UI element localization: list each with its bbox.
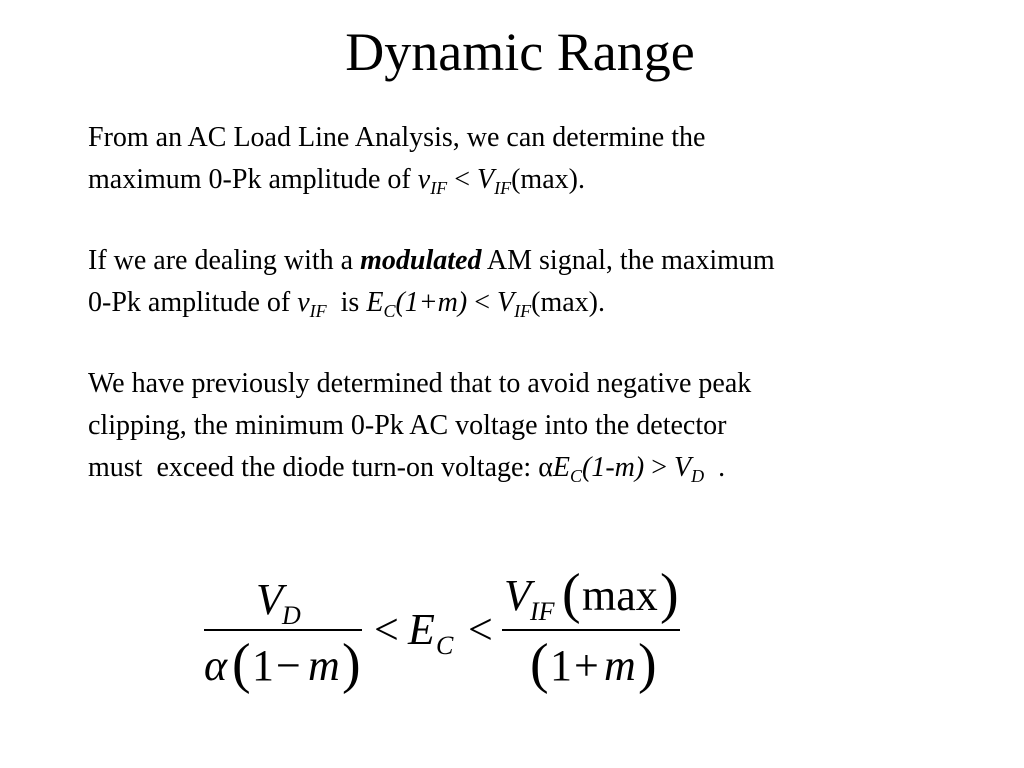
p2-line-2: 0-Pk amplitude of vIF is EC(1+m) < VIF(m… <box>88 282 948 324</box>
right-numerator-V: V <box>504 571 536 620</box>
p2-V-symbol: V <box>497 287 515 318</box>
less-than-left: < <box>374 605 399 654</box>
p2-is-text: is <box>326 287 367 318</box>
p3-line-1: We have previously determined that to av… <box>88 368 752 399</box>
right-numerator-close-paren: ) <box>660 563 679 625</box>
p2-paren-expression: (1+m) <box>395 287 468 318</box>
p2-line1-prefix: If we are dealing with a <box>88 245 361 276</box>
p3-V-symbol: V <box>674 452 692 483</box>
slide-title: Dynamic Range <box>345 22 695 82</box>
paragraph-modulated: If we are dealing with a modulated AM si… <box>88 240 948 324</box>
p3-c-subscript: C <box>569 466 582 486</box>
p3-line-2: clipping, the minimum 0-Pk AC voltage in… <box>88 410 727 441</box>
p3-line-3: must exceed the diode turn-on voltage: α… <box>88 447 948 489</box>
p1-line2-prefix: maximum 0-Pk amplitude of <box>88 164 418 195</box>
left-denominator-minus: − <box>276 641 301 690</box>
p1-max-suffix: (max). <box>511 164 585 195</box>
left-numerator-V: V <box>256 575 288 624</box>
p1-less-than: < <box>447 164 477 195</box>
right-denominator-close-paren: ) <box>638 633 657 695</box>
middle-subscript: C <box>436 631 454 660</box>
left-denominator-alpha: α <box>204 641 228 690</box>
left-denominator-open-paren: ( <box>232 633 251 695</box>
right-denominator-plus: + <box>574 641 599 690</box>
p1-line-2: maximum 0-Pk amplitude of vIF < VIF(max)… <box>88 159 948 201</box>
right-denominator-m: m <box>604 641 636 690</box>
p1-V-symbol: V <box>476 164 495 195</box>
p3-E-symbol: E <box>552 452 570 483</box>
right-numerator-open-paren: ( <box>562 563 581 625</box>
p1-v-symbol: v <box>417 164 431 195</box>
middle-E: E <box>407 605 435 654</box>
right-denominator-open-paren: ( <box>530 633 549 695</box>
left-numerator-subscript: D <box>281 601 301 630</box>
p3-end-period: . <box>704 452 726 483</box>
p2-if-subscript: IF <box>309 301 327 321</box>
p2-line-1: If we are dealing with a modulated AM si… <box>88 240 948 282</box>
p3-paren-expression: (1-m) <box>582 452 645 483</box>
p2-V-if-subscript: IF <box>514 301 532 321</box>
p1-V-if-subscript: IF <box>494 178 512 198</box>
p2-c-subscript: C <box>383 301 396 321</box>
p2-line2-prefix: 0-Pk amplitude of <box>88 287 298 318</box>
p2-v-symbol: v <box>297 287 310 318</box>
p2-max-suffix: (max). <box>531 287 605 318</box>
paragraph-clipping: We have previously determined that to av… <box>88 363 948 489</box>
dynamic-range-inequality: V D α ( 1 − m ) < E C < V IF ( max ) ( 1… <box>204 563 680 695</box>
p1-if-subscript: IF <box>430 178 448 198</box>
p2-modulated-emphasis: modulated <box>360 245 482 276</box>
p2-less-than: < <box>467 287 498 318</box>
right-numerator-subscript: IF <box>529 597 556 626</box>
less-than-right: < <box>468 605 493 654</box>
right-numerator-max: max <box>582 571 658 620</box>
p3-alpha-symbol: α <box>538 452 553 483</box>
p3-d-subscript: D <box>691 466 705 486</box>
paragraph-load-line: From an AC Load Line Analysis, we can de… <box>88 117 948 201</box>
p2-line1-suffix: AM signal, the maximum <box>481 245 775 276</box>
left-denominator-close-paren: ) <box>342 633 361 695</box>
p3-line3-prefix: must exceed the diode turn-on voltage: <box>88 452 539 483</box>
p3-greater-than: > <box>644 452 674 483</box>
p1-line-1: From an AC Load Line Analysis, we can de… <box>88 122 706 153</box>
p2-E-symbol: E <box>366 287 384 318</box>
left-denominator-one: 1 <box>252 641 274 690</box>
left-denominator-m: m <box>308 641 340 690</box>
right-denominator-one: 1 <box>550 641 572 690</box>
